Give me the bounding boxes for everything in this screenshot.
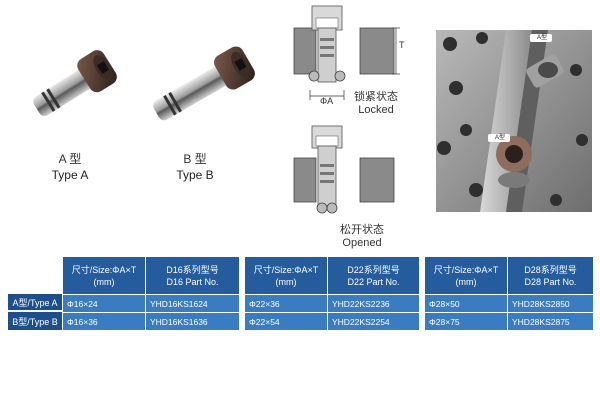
application-photo: A型 A型 xyxy=(436,30,592,212)
part-header-line1: D16系列型号 xyxy=(166,264,219,275)
product-photo-type-b xyxy=(145,30,265,130)
size-header: 尺寸/Size:ΦA×T (mm) xyxy=(424,256,508,295)
part-header-line1: D22系列型号 xyxy=(347,264,400,275)
size-cell: Φ16×24 xyxy=(62,294,146,313)
row-label-type-a: A型/Type A xyxy=(8,294,62,310)
size-cell: Φ28×75 xyxy=(424,312,508,331)
spec-table-d16: 尺寸/Size:ΦA×T (mm) D16系列型号 D16 Part No. Φ… xyxy=(62,256,240,331)
part-cell: YHD16KS1636 xyxy=(145,312,240,331)
type-a-label-cn: A 型 xyxy=(58,152,82,166)
size-header-line2: (mm) xyxy=(93,276,115,287)
type-a-label-en: Type A xyxy=(51,168,89,182)
type-b-label-cn: B 型 xyxy=(183,152,207,166)
size-cell: Φ16×36 xyxy=(62,312,146,331)
size-header: 尺寸/Size:ΦA×T (mm) xyxy=(62,256,146,295)
product-photo-type-a xyxy=(20,30,130,130)
row-label-type-b: B型/Type B xyxy=(8,312,62,330)
part-header-line2: D28 Part No. xyxy=(524,276,577,287)
opened-label-en: Opened xyxy=(342,237,382,249)
locked-label-cn: 锁紧状态 xyxy=(354,91,398,103)
size-cell: Φ22×54 xyxy=(244,312,328,331)
opened-section-diagram xyxy=(288,124,408,216)
photo-tag: A型 xyxy=(494,135,505,141)
part-header: D22系列型号 D22 Part No. xyxy=(327,256,420,295)
table-row: Φ22×36 YHD22KS2236 xyxy=(244,294,420,313)
type-b-label-en: Type B xyxy=(176,168,214,182)
part-header-line1: D28系列型号 xyxy=(524,264,577,275)
size-cell: Φ28×50 xyxy=(424,294,508,313)
size-header-line1: 尺寸/Size:ΦA×T xyxy=(71,264,137,275)
size-header-line2: (mm) xyxy=(455,276,477,287)
spec-table-d28: 尺寸/Size:ΦA×T (mm) D28系列型号 D28 Part No. Φ… xyxy=(424,256,594,331)
part-header: D28系列型号 D28 Part No. xyxy=(507,256,594,295)
table-row: Φ16×36 YHD16KS1636 xyxy=(62,312,240,331)
size-header-line1: 尺寸/Size:ΦA×T xyxy=(433,264,499,275)
size-cell: Φ22×36 xyxy=(244,294,328,313)
table-row: Φ28×75 YHD28KS2875 xyxy=(424,312,594,331)
locked-section-diagram xyxy=(288,4,408,106)
opened-label-cn: 松开状态 xyxy=(340,224,384,236)
part-cell: YHD22KS2254 xyxy=(327,312,420,331)
part-header: D16系列型号 D16 Part No. xyxy=(145,256,240,295)
table-row: Φ16×24 YHD16KS1624 xyxy=(62,294,240,313)
part-cell: YHD28KS2875 xyxy=(507,312,594,331)
part-header-line2: D16 Part No. xyxy=(166,276,219,287)
locked-label-en: Locked xyxy=(358,104,394,116)
part-header-line2: D22 Part No. xyxy=(347,276,400,287)
part-cell: YHD28KS2850 xyxy=(507,294,594,313)
part-cell: YHD16KS1624 xyxy=(145,294,240,313)
table-row: Φ22×54 YHD22KS2254 xyxy=(244,312,420,331)
dimension-t-label: T xyxy=(399,40,405,50)
size-header-line1: 尺寸/Size:ΦA×T xyxy=(253,264,319,275)
size-header-line2: (mm) xyxy=(275,276,297,287)
part-cell: YHD22KS2236 xyxy=(327,294,420,313)
spec-table-d22: 尺寸/Size:ΦA×T (mm) D22系列型号 D22 Part No. Φ… xyxy=(244,256,420,331)
photo-tag: A型 xyxy=(536,35,547,41)
table-row: Φ28×50 YHD28KS2850 xyxy=(424,294,594,313)
size-header: 尺寸/Size:ΦA×T (mm) xyxy=(244,256,328,295)
dimension-a-label: ΦA xyxy=(320,96,334,106)
